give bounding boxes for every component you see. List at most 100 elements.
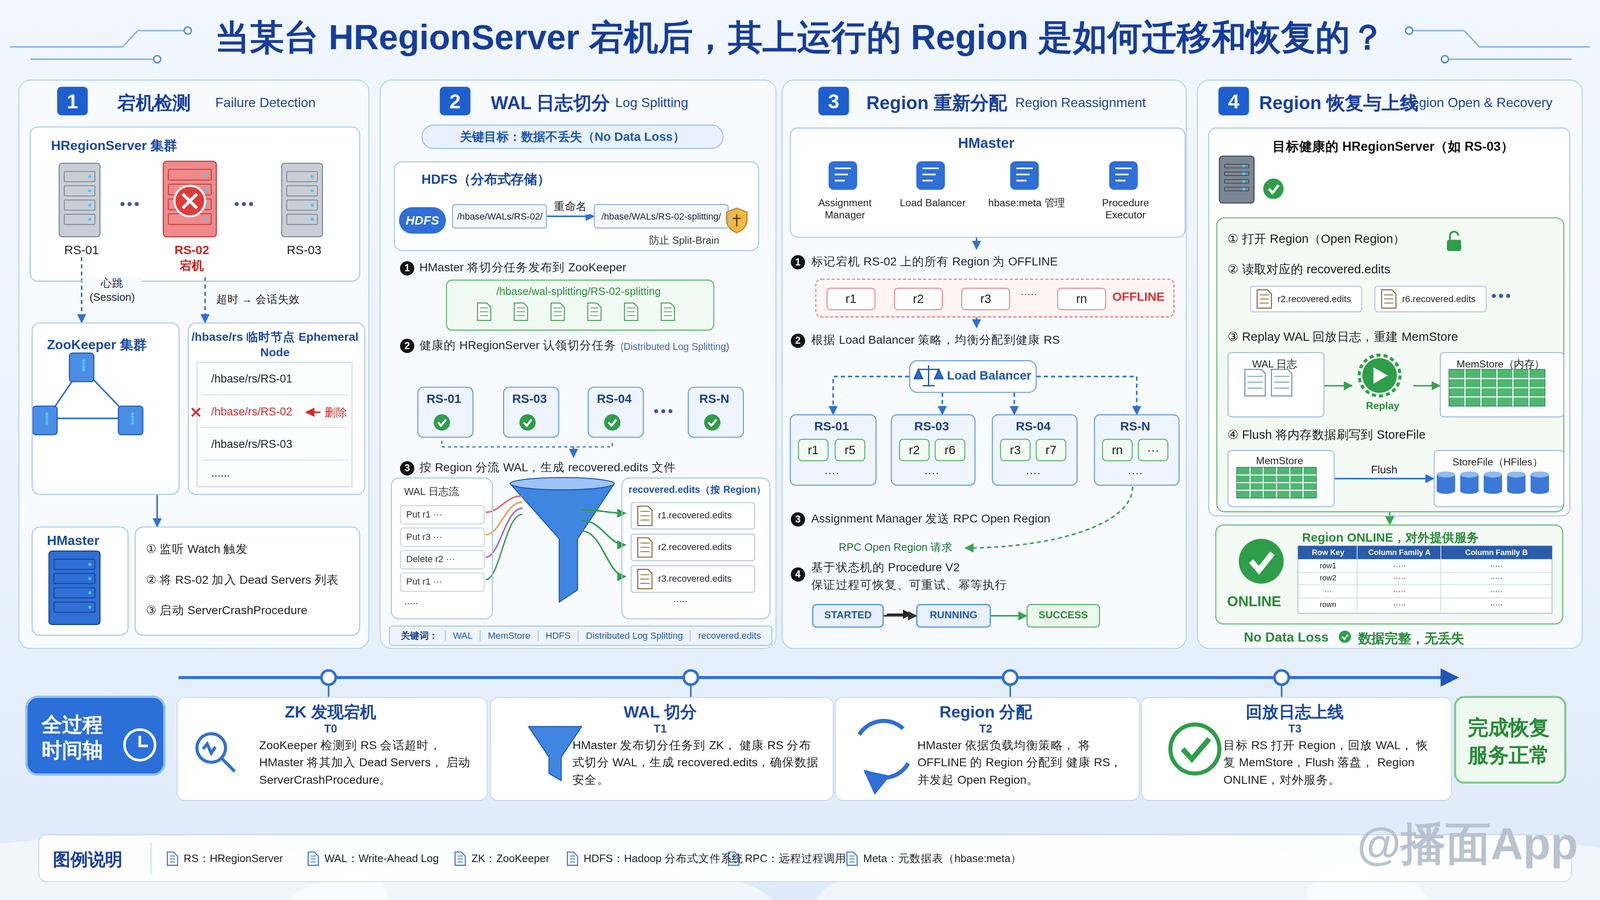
box-fill bbox=[961, 287, 1011, 311]
box-fill bbox=[1140, 697, 1453, 802]
shield-icon bbox=[726, 208, 748, 233]
server-led bbox=[204, 173, 208, 177]
note-label: 基于状态机的 Procedure V2 bbox=[811, 560, 960, 576]
card-node: 回放日志上线T3目标 RS 打开 Region，回放 WAL， 恢复 MemSt… bbox=[1140, 697, 1453, 802]
rg-node: r1 bbox=[797, 438, 829, 462]
rg-node: r2 bbox=[899, 438, 930, 462]
doc-icon bbox=[455, 852, 465, 866]
node-text: ···· bbox=[891, 466, 972, 479]
node-text: Region 恢复与上线 bbox=[1259, 90, 1419, 116]
connector bbox=[547, 215, 595, 218]
doc-line bbox=[1247, 375, 1263, 377]
node-text: ③ Replay WAL 回放日志，重建 MemStore bbox=[1227, 328, 1458, 347]
box-fill bbox=[812, 604, 884, 628]
doc-icon bbox=[847, 852, 858, 866]
node-text: r2 bbox=[900, 440, 929, 461]
callout-number: 4 bbox=[790, 567, 805, 582]
doc-icon bbox=[587, 302, 602, 321]
node-text: HDFS bbox=[399, 207, 447, 234]
box-fill bbox=[176, 697, 488, 802]
doc-line bbox=[480, 311, 489, 313]
doc-icon bbox=[477, 302, 491, 321]
doc-icon bbox=[637, 537, 653, 558]
node-text: Failure Detection bbox=[215, 95, 316, 111]
pbox-node: /hbase/WALs/RS-02/ bbox=[452, 204, 548, 229]
doc-icon bbox=[1245, 369, 1266, 397]
server-slot bbox=[37, 420, 53, 421]
grid-line bbox=[1289, 467, 1290, 498]
doc-node: r2.recovered.edits bbox=[630, 533, 755, 562]
box-fill bbox=[893, 287, 943, 311]
rg-node: r6 bbox=[934, 438, 965, 462]
icon-line bbox=[922, 180, 933, 182]
connector bbox=[941, 392, 944, 415]
server-led bbox=[310, 189, 314, 193]
failure-mark bbox=[174, 185, 205, 217]
table-cell: ····· bbox=[1441, 573, 1551, 583]
check-circle bbox=[433, 414, 450, 431]
icon-line bbox=[834, 167, 851, 170]
box-fill bbox=[834, 438, 865, 462]
gear-teeth bbox=[1359, 355, 1400, 396]
doc-node: r6.recovered.edits bbox=[1374, 285, 1487, 313]
node-text: T1 bbox=[490, 722, 830, 735]
server-led bbox=[88, 203, 92, 207]
timeline-point bbox=[683, 670, 698, 685]
table-line bbox=[1297, 597, 1553, 599]
node-text: RS-04 bbox=[588, 391, 640, 406]
row-line bbox=[200, 459, 348, 461]
check-mark bbox=[1342, 634, 1348, 640]
box-fill bbox=[687, 386, 745, 438]
tlk-node: 全过程 时间轴 bbox=[25, 695, 166, 776]
doc-line bbox=[663, 307, 673, 309]
node-text: HMaster bbox=[47, 532, 100, 548]
node-text: ① 监听 Watch 触发 bbox=[145, 541, 248, 558]
box-fill bbox=[1035, 438, 1067, 462]
rg-node: r3 bbox=[1000, 438, 1031, 462]
doc-line bbox=[627, 315, 636, 317]
node-text: ···· bbox=[790, 466, 873, 479]
circuit-node bbox=[1405, 27, 1413, 35]
balance-icon bbox=[914, 365, 943, 386]
note-label: 图例说明 bbox=[52, 847, 123, 872]
down-arrow bbox=[975, 317, 978, 328]
pill-node: 关键目标：数据不丢失（No Data Loss） bbox=[421, 124, 724, 150]
node-text: ② 读取对应的 recovered.edits bbox=[1227, 261, 1391, 279]
node-text: ③ 启动 ServerCrashProcedure bbox=[145, 602, 308, 619]
doc-line bbox=[1259, 294, 1269, 296]
gbox-node: /hbase/wal-splitting/RS-02-splitting bbox=[445, 279, 715, 331]
card-node: WAL 切分T1HMaster 发布切分任务到 ZK， 健康 RS 分布式切分 … bbox=[490, 697, 834, 802]
node-text: WAL 切分 bbox=[490, 702, 830, 724]
node-text: RS-N bbox=[688, 391, 740, 406]
node-text: RS-03 bbox=[504, 391, 555, 406]
doc-node: r2.recovered.edits bbox=[1250, 285, 1363, 313]
node-text: Put r1 ··· bbox=[400, 505, 485, 525]
node-text: hbase:meta 管理 bbox=[983, 197, 1070, 210]
doc-line bbox=[516, 311, 525, 313]
node-text: recovered.edits（按 Region） bbox=[628, 483, 767, 498]
node-text: rn bbox=[1102, 440, 1132, 461]
server-led bbox=[310, 203, 314, 207]
box-fill bbox=[1250, 285, 1363, 313]
node-text: ...... bbox=[211, 466, 230, 479]
doc-node: r1.recovered.edits bbox=[630, 502, 755, 530]
server-body bbox=[118, 406, 143, 435]
node-text: RS-01 bbox=[418, 391, 470, 406]
grid-line bbox=[1262, 467, 1264, 498]
node-text: ② 将 RS-02 加入 Dead Servers 列表 bbox=[145, 572, 339, 588]
check-circle bbox=[1263, 178, 1284, 200]
ico-node: Replay bbox=[1352, 355, 1414, 417]
ellipsis-dot bbox=[1499, 293, 1504, 298]
lock-shackle bbox=[1450, 231, 1459, 240]
disk-bottom bbox=[1483, 487, 1503, 495]
note-label: 防止 Split-Brain bbox=[649, 233, 720, 248]
node-text: RUNNING bbox=[917, 605, 990, 626]
box-node: recovered.edits（按 Region） r1.recovered.ed… bbox=[621, 477, 771, 620]
box-fill bbox=[29, 126, 360, 282]
icon-line bbox=[1115, 173, 1129, 176]
disk-top bbox=[1483, 471, 1503, 478]
check-circle bbox=[1238, 538, 1284, 584]
icon-line bbox=[922, 167, 939, 170]
icon-line bbox=[1115, 180, 1126, 182]
gstep-node: Region ONLINE，对外提供服务ONLINE bbox=[1215, 524, 1564, 625]
